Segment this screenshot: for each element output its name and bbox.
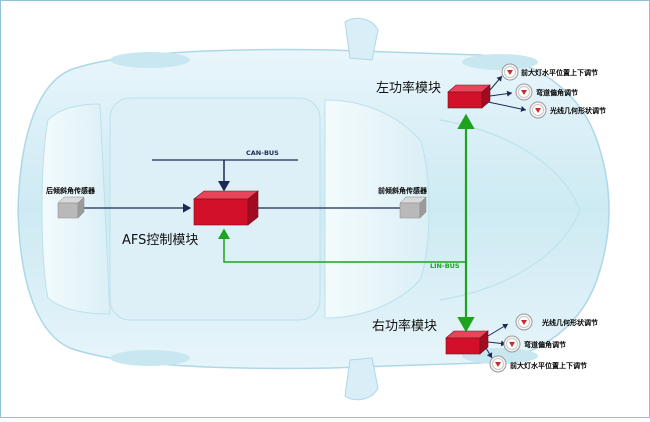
- left-power-module-label: 左功率模块: [376, 80, 441, 96]
- afs-module-label: AFS控制模块: [122, 233, 198, 248]
- right-output-arrows: [485, 323, 509, 359]
- lin-bus-label: LIN-BUS: [430, 262, 460, 270]
- left-function-label: 光线几何形状调节: [549, 106, 606, 115]
- front-sensor-label: 前倾斜角传感器: [378, 186, 428, 195]
- front-tilt-sensor: [399, 196, 427, 219]
- headlight-icon: [503, 335, 521, 353]
- right-power-module: [445, 330, 489, 355]
- headlight-icon: [489, 355, 507, 373]
- headlight-icon: [515, 313, 533, 331]
- afs-control-module: [193, 190, 259, 226]
- right-power-module-label: 右功率模块: [372, 318, 437, 334]
- rear-sensor-label: 后倾斜角传感器: [46, 186, 96, 195]
- rear-tilt-sensor: [57, 196, 85, 219]
- headlight-icon: [501, 63, 519, 81]
- headlight-icon: [529, 101, 547, 119]
- left-function-label: 前大灯水平位置上下调节: [521, 68, 598, 77]
- can-bus: CAN-BUS: [152, 149, 298, 192]
- right-function-label: 前大灯水平位置上下调节: [510, 361, 587, 370]
- headlight-icon: [515, 83, 533, 101]
- lin-bus: LIN-BUS: [218, 113, 475, 333]
- right-function-label: 光线几何形状调节: [541, 318, 598, 327]
- left-function-label: 弯道偏角调节: [536, 88, 578, 97]
- left-output-arrows: [487, 75, 527, 112]
- can-bus-label: CAN-BUS: [246, 149, 279, 157]
- left-power-module: [447, 84, 491, 109]
- right-function-label: 弯道偏角调节: [524, 340, 566, 349]
